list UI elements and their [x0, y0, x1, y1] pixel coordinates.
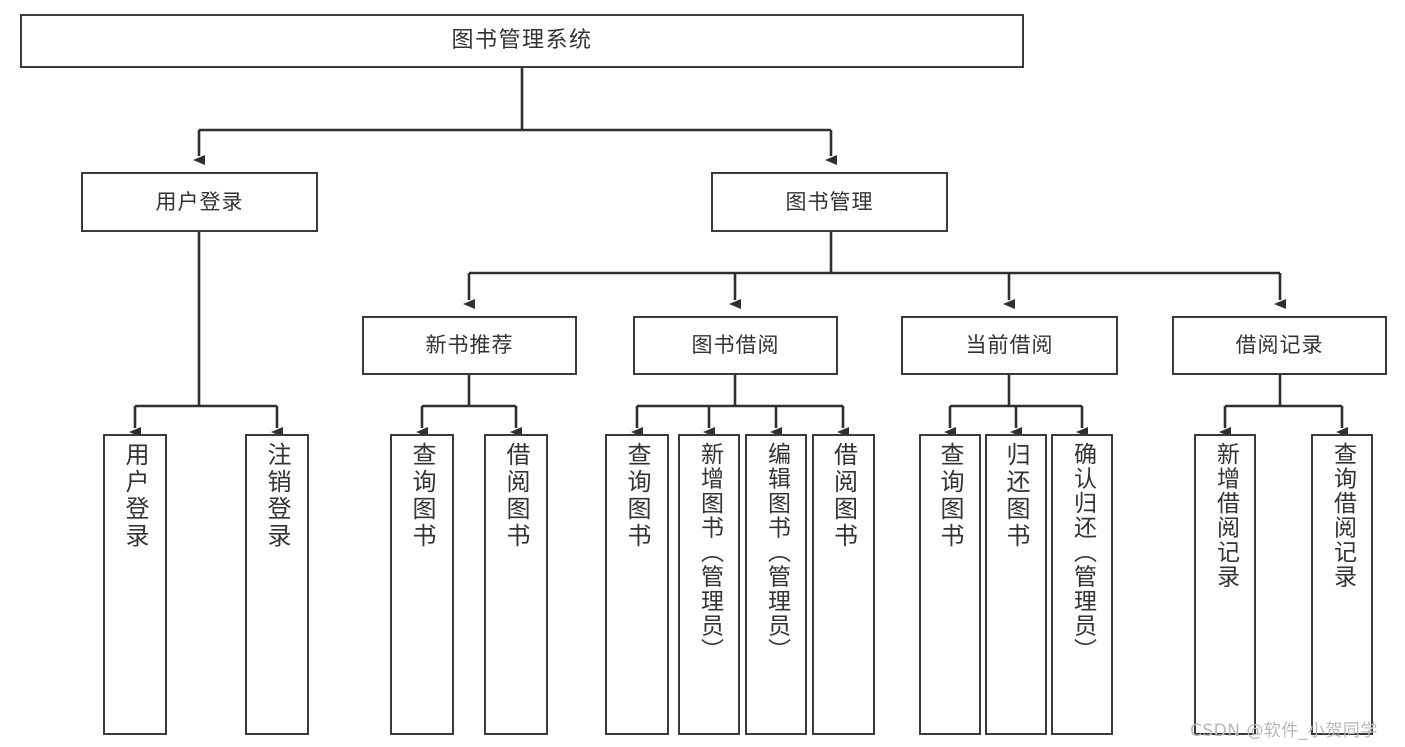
node-book-borrow[interactable]: 图书借阅	[633, 316, 838, 375]
leaf-new-book-borrow[interactable]: 借阅图书	[484, 434, 548, 735]
node-label: 查询图书	[936, 442, 964, 550]
node-label: 借阅图书	[502, 442, 530, 550]
node-label: 确认归还（管理员）	[1069, 442, 1096, 663]
node-label: 新增图书（管理员）	[696, 442, 723, 663]
node-label: 查询借阅记录	[1329, 442, 1356, 589]
node-label: 查询图书	[408, 442, 436, 550]
leaf-user-login-login[interactable]: 用户登录	[103, 434, 167, 735]
leaf-current-borrow-query[interactable]: 查询图书	[919, 434, 981, 735]
node-label: 当前借阅	[965, 333, 1054, 358]
leaf-current-borrow-confirm-return-admin[interactable]: 确认归还（管理员）	[1051, 434, 1113, 735]
leaf-book-borrow-query[interactable]: 查询图书	[605, 434, 669, 735]
watermark-text: CSDN @软件_小贺同学	[1190, 721, 1378, 741]
leaf-borrow-record-add[interactable]: 新增借阅记录	[1194, 434, 1256, 735]
node-label: 用户登录	[121, 442, 149, 550]
leaf-current-borrow-return[interactable]: 归还图书	[985, 434, 1047, 735]
node-label: 借阅记录	[1235, 333, 1324, 358]
leaf-new-book-query[interactable]: 查询图书	[390, 434, 454, 735]
node-label: 图书管理系统	[451, 28, 593, 54]
leaf-book-borrow-add-admin[interactable]: 新增图书（管理员）	[678, 434, 740, 735]
node-label: 编辑图书（管理员）	[763, 442, 790, 663]
node-borrow-record[interactable]: 借阅记录	[1172, 316, 1387, 375]
leaf-book-borrow-borrow[interactable]: 借阅图书	[812, 434, 875, 735]
node-user-login[interactable]: 用户登录	[81, 172, 318, 232]
node-label: 归还图书	[1002, 442, 1030, 550]
leaf-book-borrow-edit-admin[interactable]: 编辑图书（管理员）	[745, 434, 807, 735]
node-label: 用户登录	[155, 189, 244, 214]
node-label: 查询图书	[623, 442, 651, 550]
node-new-book-recommend[interactable]: 新书推荐	[362, 316, 577, 375]
leaf-user-login-logout[interactable]: 注销登录	[245, 434, 309, 735]
node-label: 新增借阅记录	[1212, 442, 1239, 589]
node-label: 借阅图书	[829, 442, 858, 550]
node-current-borrow[interactable]: 当前借阅	[901, 316, 1118, 375]
node-label: 图书管理	[785, 189, 874, 214]
node-root-book-management-system[interactable]: 图书管理系统	[20, 14, 1024, 68]
node-label: 注销登录	[263, 442, 291, 550]
leaf-borrow-record-query[interactable]: 查询借阅记录	[1311, 434, 1373, 735]
node-book-management[interactable]: 图书管理	[711, 172, 948, 232]
node-label: 新书推荐	[425, 333, 514, 358]
node-label: 图书借阅	[691, 333, 780, 358]
